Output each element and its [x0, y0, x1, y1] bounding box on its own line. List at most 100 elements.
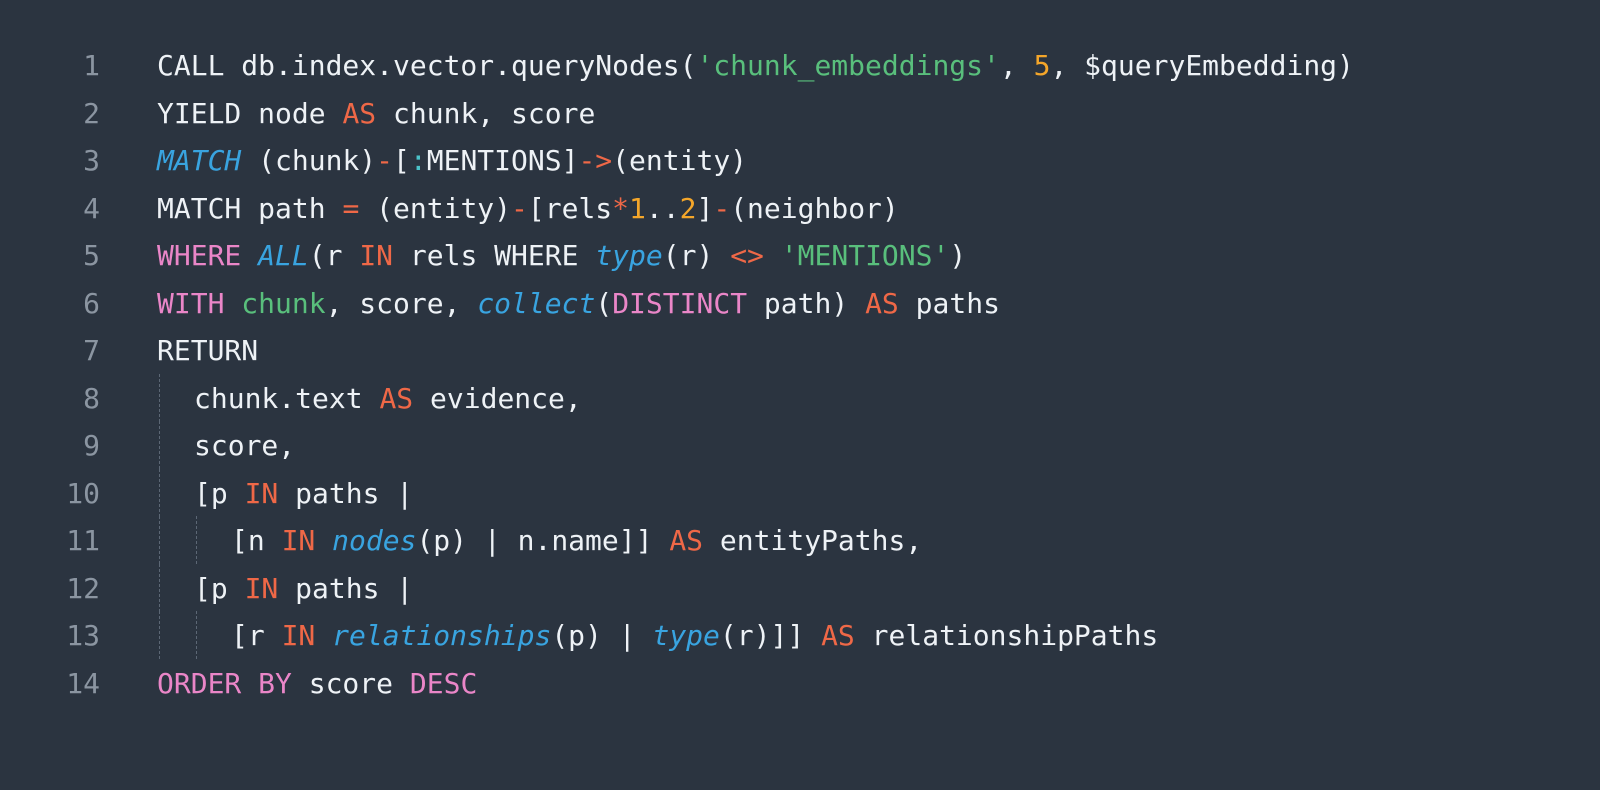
code-token: 'chunk_embeddings'	[696, 49, 1000, 82]
code-token	[315, 619, 332, 652]
code-token: type	[652, 619, 720, 652]
code-token: paths |	[278, 476, 414, 510]
line-number: 8	[83, 381, 100, 415]
line-number: 6	[83, 286, 100, 320]
code-token: (r)	[662, 239, 731, 272]
code-token: [	[393, 144, 410, 177]
code-token: (neighbor)	[730, 191, 899, 225]
code-line[interactable]: 8 chunk.text AS evidence,	[38, 373, 1558, 422]
code-token: (entity)	[359, 191, 512, 225]
code-token: paths |	[278, 571, 414, 605]
code-token: ..	[645, 191, 680, 225]
code-token: WITH	[157, 286, 225, 320]
code-line[interactable]: 5 WHERE ALL(r IN rels WHERE type(r) <> 'M…	[38, 231, 1558, 279]
code-token: chunk	[241, 286, 326, 320]
code-line[interactable]: 6 WITH chunk, score, collect(DISTINCT pat…	[38, 279, 1558, 327]
code-text: RETURN	[157, 336, 258, 366]
indent-guide	[159, 421, 160, 469]
code-token: ,	[999, 49, 1034, 82]
code-token: path)	[747, 286, 866, 320]
code-line[interactable]: 1 CALL db.index.vector.queryNodes('chunk_…	[38, 41, 1558, 89]
code-token: , score,	[325, 286, 478, 320]
indent-guide	[159, 563, 160, 612]
code-token: (r)]]	[719, 619, 822, 652]
code-line[interactable]: 2 YIELD node AS chunk, score	[38, 89, 1558, 137]
code-line[interactable]: 10[p IN paths |	[38, 468, 1558, 517]
line-number: 2	[83, 96, 100, 130]
code-text: [p IN paths |	[194, 476, 414, 510]
code-token: [r	[231, 619, 282, 652]
code-token: (p) | n.name]]	[416, 524, 670, 557]
indent-guide	[159, 516, 160, 564]
code-token	[241, 239, 258, 272]
code-token: <>	[730, 239, 764, 272]
code-token: (p) |	[551, 619, 653, 652]
line-number: 3	[83, 144, 100, 177]
line-number: 14	[66, 666, 100, 700]
code-line[interactable]: 14 ORDER BY score DESC	[38, 659, 1558, 707]
code-token: ORDER BY	[157, 666, 292, 700]
code-token: =	[342, 191, 360, 225]
code-token: MATCH	[157, 144, 242, 177]
code-token	[764, 239, 781, 272]
code-token: AS	[342, 96, 377, 130]
code-token: (entity)	[612, 144, 748, 177]
code-line[interactable]: 3 MATCH (chunk)-[:MENTIONS]->(entity)	[38, 136, 1558, 184]
code-token: 2	[679, 191, 697, 225]
code-token: IN	[359, 239, 394, 272]
indent-guide	[159, 373, 160, 422]
indent-guide	[196, 611, 197, 659]
code-token: 1	[629, 191, 646, 225]
code-token: [p	[194, 476, 245, 510]
code-line[interactable]: 13 [r IN relationships(p) | type(r)]] AS …	[38, 611, 1558, 659]
code-token: IN	[244, 476, 279, 510]
code-token: chunk.text	[194, 381, 380, 415]
code-token: :	[409, 144, 427, 177]
code-token: IN	[281, 619, 316, 652]
code-token: *	[612, 191, 630, 225]
code-line[interactable]: 12[p IN paths |	[38, 563, 1558, 612]
code-token: MATCH path	[157, 191, 343, 225]
code-token	[224, 287, 241, 320]
code-text: ORDER BY score DESC	[157, 666, 477, 700]
code-token: rels WHERE	[393, 239, 596, 272]
code-token: IN	[244, 571, 279, 605]
code-token: 5	[1033, 49, 1051, 82]
code-token: YIELD node	[157, 96, 343, 130]
line-number: 1	[83, 49, 100, 82]
line-number: 7	[83, 334, 100, 367]
code-line[interactable]: 7 RETURN	[38, 326, 1558, 374]
line-number: 12	[66, 571, 100, 605]
code-text: [r IN relationships(p) | type(r)]] AS re…	[231, 621, 1158, 651]
line-number: 5	[83, 239, 100, 272]
code-token: AS	[379, 381, 414, 415]
code-token: WHERE	[157, 239, 242, 272]
code-token: relationships	[332, 619, 552, 652]
code-text: WITH chunk, score, collect(DISTINCT path…	[157, 286, 1000, 320]
code-text: chunk.text AS evidence,	[194, 381, 582, 415]
code-text: CALL db.index.vector.queryNodes('chunk_e…	[157, 51, 1354, 81]
code-text: [n IN nodes(p) | n.name]] AS entityPaths…	[231, 526, 922, 556]
code-token: RETURN	[157, 334, 259, 367]
code-token: chunk, score	[376, 96, 596, 130]
code-text: MATCH (chunk)-[:MENTIONS]->(entity)	[157, 146, 747, 176]
code-token: entityPaths,	[703, 524, 923, 557]
code-editor[interactable]: 1 CALL db.index.vector.queryNodes('chunk_…	[38, 36, 1558, 728]
code-token: (r	[308, 239, 360, 272]
code-token: 'MENTIONS'	[780, 239, 950, 272]
indent-guide	[159, 468, 160, 517]
code-token	[315, 524, 332, 557]
code-text: MATCH path = (entity)-[rels*1..2]-(neigh…	[157, 191, 899, 225]
code-token: score	[291, 666, 410, 700]
code-token: relationshipPaths	[854, 619, 1159, 652]
code-text: WHERE ALL(r IN rels WHERE type(r) <> 'ME…	[157, 241, 966, 271]
code-token: CALL db.index.vector.queryNodes(	[157, 49, 697, 82]
line-number: 13	[66, 619, 100, 652]
code-token: AS	[821, 619, 855, 652]
code-line[interactable]: 11[n IN nodes(p) | n.name]] AS entityPat…	[38, 516, 1558, 564]
code-token: ->	[578, 144, 613, 177]
line-number: 9	[83, 429, 100, 462]
code-token: nodes	[332, 524, 417, 557]
